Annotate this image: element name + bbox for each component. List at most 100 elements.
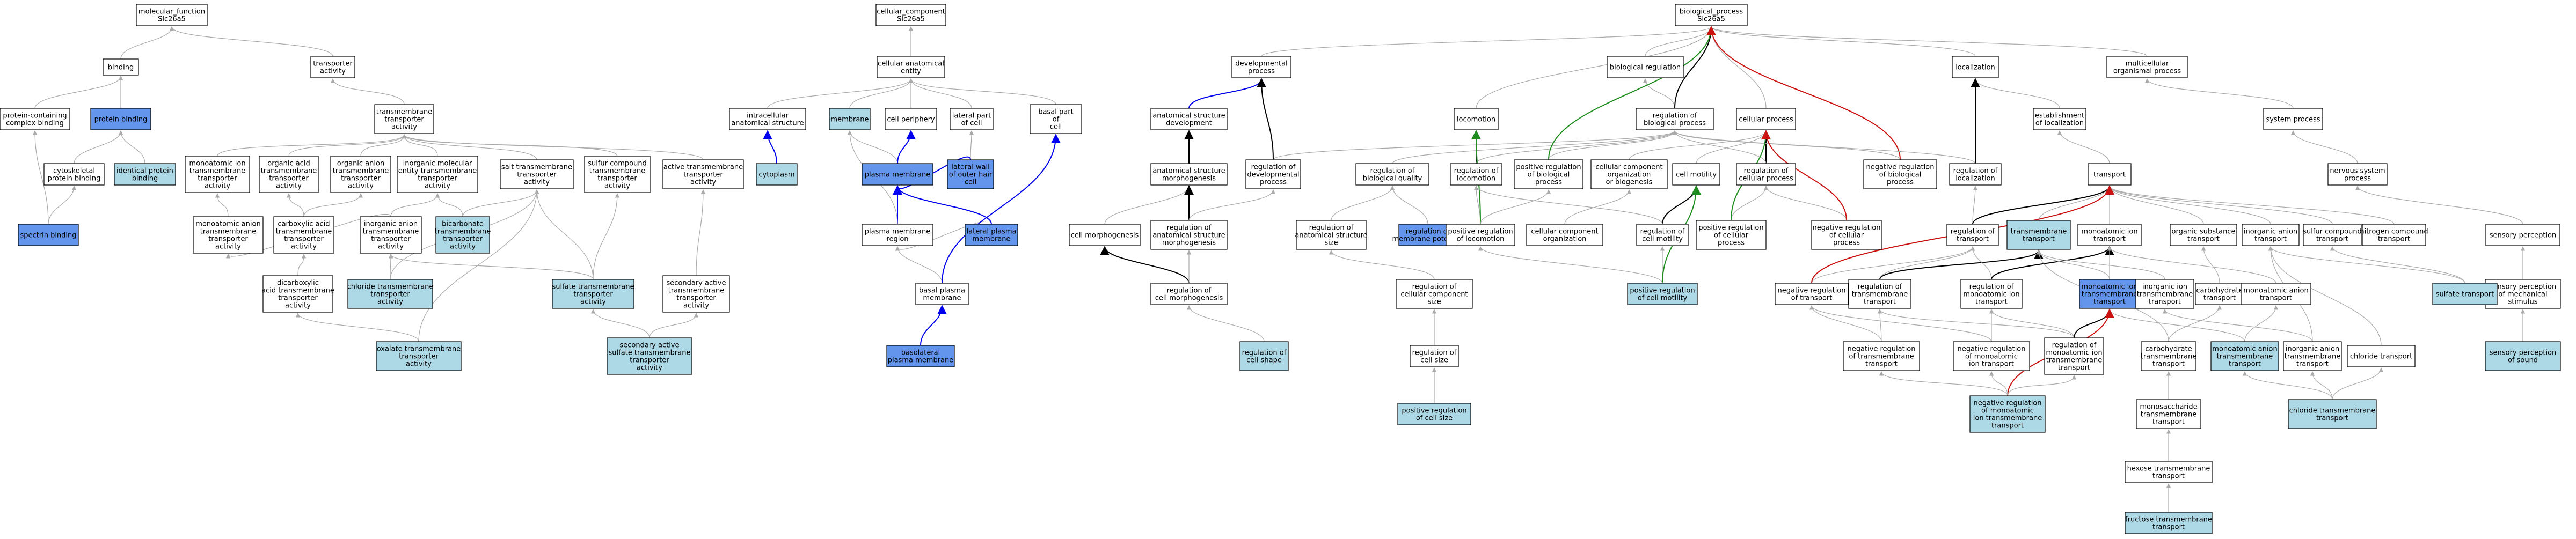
go-term-cellperiph[interactable]: cell periphery: [885, 108, 937, 130]
go-term-locomotion[interactable]: locomotion: [1454, 108, 1499, 130]
go-term-binding[interactable]: binding: [103, 58, 139, 76]
go-term-sysproc[interactable]: system process: [2263, 108, 2323, 130]
go-term-sulfatetransp[interactable]: sulfate transport: [2432, 283, 2498, 305]
go-term-cytoplasm[interactable]: cytoplasm: [756, 163, 798, 186]
go-term-sulfcomp_tta[interactable]: sulfur compoundtransmembranetransportera…: [584, 156, 651, 193]
go-term-orgacid_tta[interactable]: organic acidtransmembranetransporteracti…: [259, 156, 319, 193]
go-term-plasmamem[interactable]: plasma membrane: [862, 163, 933, 186]
go-term-chloride_tta[interactable]: chloride transmembranetransporteractivit…: [347, 279, 434, 309]
go-term-spectrin[interactable]: spectrin binding: [18, 224, 79, 246]
go-term-monoanion_tta[interactable]: monoatomic aniontransmembranetransporter…: [193, 216, 264, 254]
go-term-transport[interactable]: transport: [2088, 163, 2132, 186]
go-term-bioreg[interactable]: biological regulation: [1607, 56, 1684, 78]
go-term-protbind[interactable]: protein binding: [90, 108, 151, 130]
go-term-organion_tta[interactable]: organic aniontransmembranetransporteract…: [330, 156, 391, 193]
go-term-sensperc[interactable]: sensory perception: [2485, 224, 2560, 246]
go-term-chloridetransp[interactable]: chloride transport: [2347, 345, 2416, 367]
go-term-membrane[interactable]: membrane: [829, 108, 871, 130]
go-term-cellmot[interactable]: cell motility: [1672, 163, 1720, 186]
go-term-monoion_tta[interactable]: monoatomic iontransmembranetransporterac…: [185, 156, 250, 193]
go-term-cellproc[interactable]: cellular process: [1736, 108, 1796, 130]
go-term-cellmorph[interactable]: cell morphogenesis: [1069, 224, 1141, 246]
go-term-localization[interactable]: localization: [1952, 56, 1999, 78]
go-term-inorganion_tta[interactable]: inorganic aniontransmembranetransportera…: [360, 216, 422, 254]
go-term-bicarb_tta[interactable]: bicarbonatetransmembranetransporteractiv…: [435, 216, 491, 254]
